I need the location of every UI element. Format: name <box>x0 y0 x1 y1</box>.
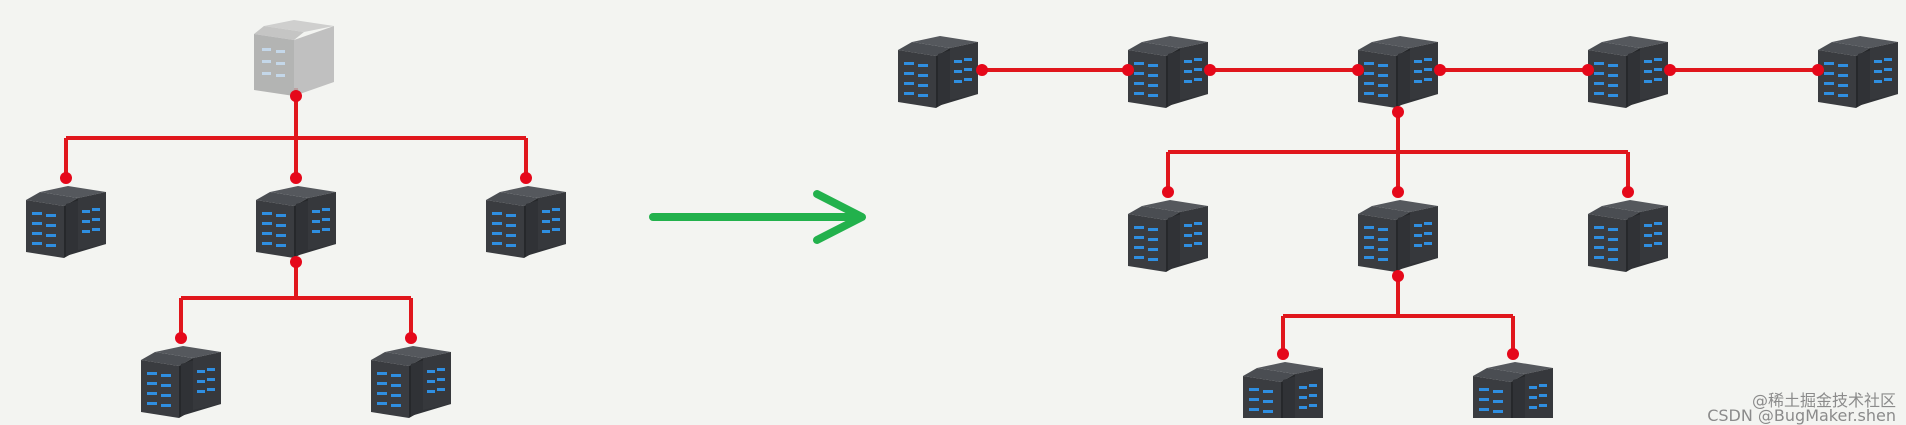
joint-dot <box>1352 64 1364 76</box>
joint-dot <box>175 332 187 344</box>
server-icon <box>486 186 566 258</box>
joint-dot <box>405 332 417 344</box>
right-arrow-icon <box>653 194 862 240</box>
server-icon <box>1358 36 1438 108</box>
joint-dot <box>1812 64 1824 76</box>
server-icon <box>26 186 106 258</box>
joint-dot <box>1392 106 1404 118</box>
server-icon <box>371 346 451 418</box>
server-icon <box>1243 362 1323 418</box>
joint-dot <box>1204 64 1216 76</box>
server-icon <box>1473 362 1553 418</box>
server-icon <box>141 346 221 418</box>
joint-dot <box>1507 348 1519 360</box>
joint-dot <box>60 172 72 184</box>
joint-dot <box>1122 64 1134 76</box>
joint-dot <box>1277 348 1289 360</box>
server-icon <box>1818 36 1898 108</box>
joint-dot <box>290 90 302 102</box>
joint-dot <box>1582 64 1594 76</box>
joint-dot <box>1392 270 1404 282</box>
joint-dot <box>1622 186 1634 198</box>
server-icon <box>1588 36 1668 108</box>
joint-dot <box>520 172 532 184</box>
joint-dot <box>1162 186 1174 198</box>
server-icon <box>1588 200 1668 272</box>
server-icon <box>898 36 978 108</box>
joint-dot <box>1664 64 1676 76</box>
joint-dot <box>290 256 302 268</box>
joint-dot <box>1434 64 1446 76</box>
joint-dot <box>976 64 988 76</box>
server-icon <box>1128 36 1208 108</box>
joint-dot <box>1392 186 1404 198</box>
server-icon <box>1128 200 1208 272</box>
joint-dot <box>290 172 302 184</box>
watermark-csdn: CSDN @BugMaker.shen <box>1707 406 1896 425</box>
ghost-server-icon <box>254 20 334 96</box>
server-icon <box>256 186 336 258</box>
server-icon <box>1358 200 1438 272</box>
